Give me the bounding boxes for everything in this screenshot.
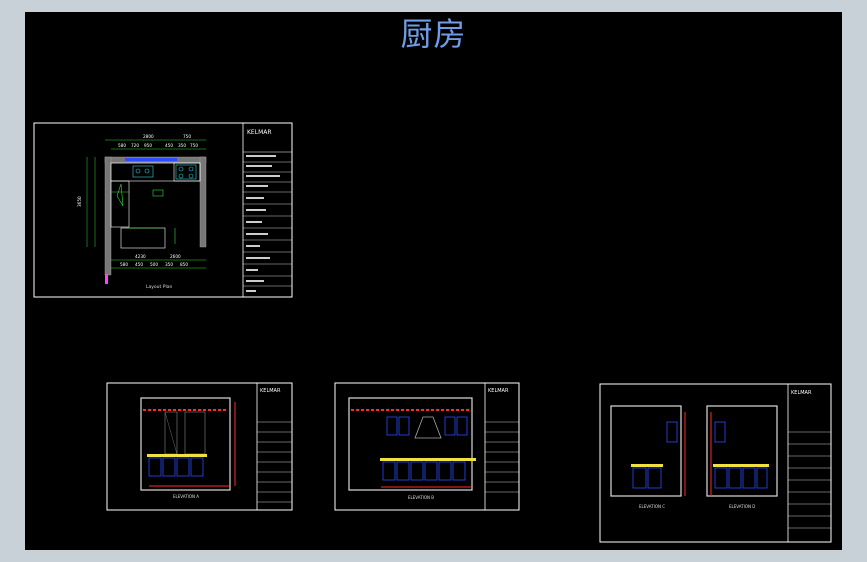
sheet-caption: ELEVATION C	[639, 504, 665, 509]
dim-label: 720	[131, 143, 139, 148]
sheet-caption: ELEVATION D	[729, 504, 755, 509]
dim-label: 2800	[143, 134, 154, 139]
plan-counters	[110, 162, 201, 249]
sheet-frame	[599, 383, 832, 543]
dim-label: 580	[120, 262, 128, 267]
dim-label: 2600	[170, 254, 181, 259]
sheet-frame	[33, 122, 293, 298]
base-cabinets	[714, 467, 768, 489]
wall-cabinet	[666, 421, 678, 443]
sheet-caption: Layout Plan	[146, 284, 172, 290]
sheet-plan[interactable]: KELMAR	[33, 122, 293, 298]
title-block	[788, 431, 831, 529]
range-hood	[414, 416, 442, 439]
countertop	[380, 458, 476, 461]
cad-viewport[interactable]: 厨房 KELMAR	[25, 12, 842, 550]
title-block-brand: KELMAR	[488, 388, 509, 394]
sheet-elevation-a[interactable]: KELMAR ELEVATION A	[106, 382, 293, 511]
dim-label: 580	[118, 143, 126, 148]
title-block-brand: KELMAR	[247, 129, 272, 136]
sheet-elevation-b[interactable]: KELMAR ELEVATION B	[334, 382, 520, 511]
wall-cabinet	[714, 421, 726, 443]
title-block	[485, 421, 519, 493]
plan-dimensions	[86, 139, 206, 269]
countertop	[713, 464, 769, 467]
base-cabinets	[148, 457, 204, 477]
elevation-c-wall	[610, 405, 682, 497]
plan-window	[125, 158, 177, 161]
countertop	[631, 464, 663, 467]
sheet-caption: ELEVATION B	[408, 495, 434, 500]
title-block-brand: KELMAR	[791, 390, 812, 396]
sheet-caption: ELEVATION A	[173, 494, 199, 499]
cad-canvas[interactable]: KELMAR	[25, 12, 842, 550]
dim-label: 750	[190, 143, 198, 148]
sheet-frame	[334, 382, 520, 511]
dim-label: 350	[165, 262, 173, 267]
sheet-elevation-cd[interactable]: KELMAR ELEVATION C	[599, 383, 832, 543]
fridge	[184, 411, 206, 455]
dim-label: 850	[180, 262, 188, 267]
wall-cabinets	[386, 416, 468, 436]
dim-label: 950	[144, 143, 152, 148]
dim-label: 450	[165, 143, 173, 148]
dim-label: 450	[135, 262, 143, 267]
title-block: KELMAR	[242, 123, 292, 297]
title-block	[257, 421, 292, 503]
plan-fixtures	[132, 164, 197, 180]
plan-green-marks	[111, 183, 176, 244]
dim-label: 750	[183, 134, 191, 139]
dim-label: 350	[178, 143, 186, 148]
countertop	[147, 454, 207, 457]
title-block-brand: KELMAR	[260, 388, 281, 394]
drawing-title: 厨房	[400, 15, 467, 53]
plan-marker	[105, 274, 108, 284]
elevation-d-wall	[706, 405, 778, 497]
elevation-wall	[348, 397, 473, 491]
base-cabinets	[382, 461, 466, 481]
sheet-frame	[106, 382, 293, 511]
dim-label: 4230	[135, 254, 146, 259]
elevation-wall	[140, 397, 231, 491]
base-cabinets	[632, 467, 662, 489]
plan-walls	[104, 156, 207, 276]
dim-label: 500	[150, 262, 158, 267]
dim-label: 3650	[77, 196, 82, 207]
